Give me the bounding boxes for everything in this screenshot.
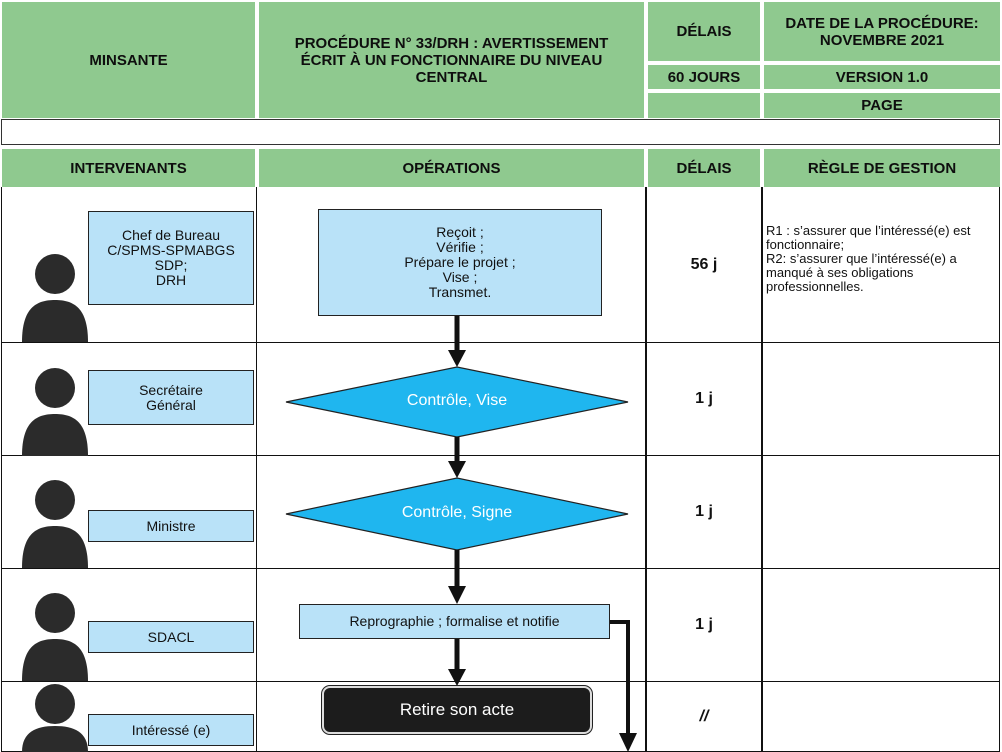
operation-box: Reprographie ; formalise et notifie — [299, 604, 610, 639]
operation-box: Reçoit ; Vérifie ; Prépare le projet ; V… — [318, 209, 602, 316]
decision-diamond — [285, 366, 629, 438]
arrowhead — [448, 350, 466, 367]
arrowhead — [448, 461, 466, 478]
actor-box: Intéressé (e) — [88, 714, 254, 746]
operation-label: Contrôle, Signe — [401, 504, 513, 521]
delai-value: 1 j — [695, 616, 713, 633]
person-icon — [22, 480, 88, 568]
connector — [610, 620, 630, 735]
arrowhead — [448, 669, 466, 686]
delai-value: 56 j — [690, 255, 718, 273]
version: VERSION 1.0 — [764, 65, 1000, 89]
person-icon — [22, 593, 88, 681]
operation-label: Contrôle, Vise — [406, 392, 508, 409]
person-icon — [22, 684, 88, 752]
terminal-box: Retire son acte — [322, 686, 592, 734]
separator-row — [1, 119, 1000, 145]
actor-box: Secrétaire Général — [88, 370, 254, 425]
arrowhead — [619, 733, 637, 752]
actor-box: Chef de Bureau C/SPMS-SPMABGS SDP; DRH — [88, 211, 254, 305]
arrowhead — [448, 586, 466, 604]
procedure-date: DATE DE LA PROCÉDURE: NOVEMBRE 2021 — [764, 2, 1000, 61]
delai-value: 1 j — [695, 390, 713, 407]
org-name: MINSANTE — [2, 2, 255, 118]
delai-value: // — [699, 707, 709, 725]
delais-label: DÉLAIS — [648, 2, 760, 61]
person-icon — [22, 254, 88, 342]
delais-value: 60 JOURS — [648, 65, 760, 89]
delai-value: 1 j — [695, 503, 713, 520]
page-label: PAGE — [764, 93, 1000, 118]
col-operations: OPÉRATIONS — [259, 149, 644, 187]
actor-box: Ministre — [88, 510, 254, 542]
actor-box: SDACL — [88, 621, 254, 653]
col-delais: DÉLAIS — [648, 149, 760, 187]
decision-diamond — [285, 477, 629, 551]
person-icon — [22, 368, 88, 456]
management-rule: R1 : s’assurer que l’intéressé(e) est fo… — [766, 223, 971, 294]
col-regle: RÈGLE DE GESTION — [764, 149, 1000, 187]
col-intervenants: INTERVENANTS — [2, 149, 255, 187]
delais-empty — [648, 93, 760, 118]
procedure-title: PROCÉDURE N° 33/DRH : AVERTISSEMENT ÉCRI… — [259, 2, 644, 118]
